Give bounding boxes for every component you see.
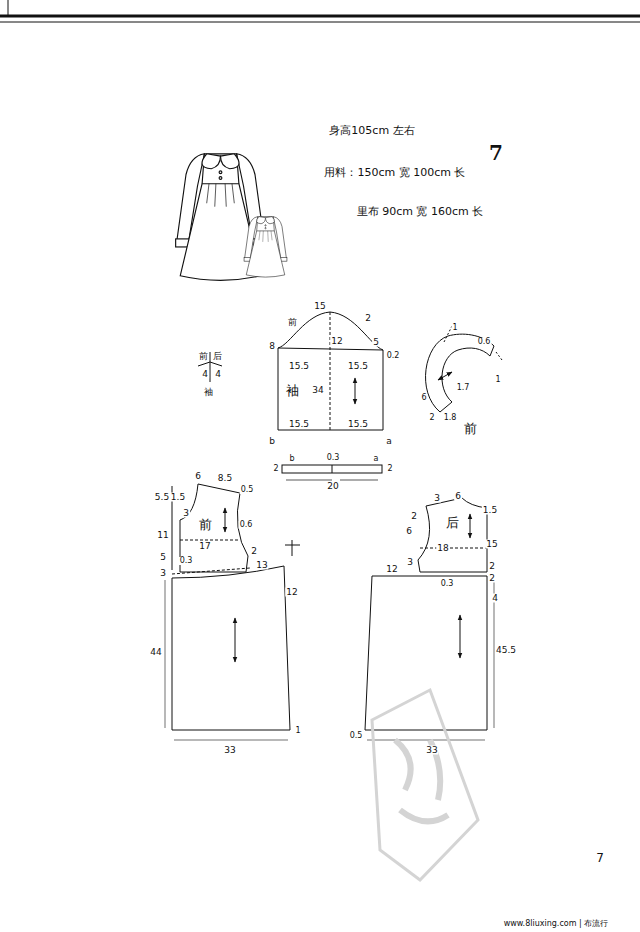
dimension-label: 0.3 <box>179 557 194 565</box>
dimension-label: 15 <box>485 540 498 549</box>
dimension-label: 44 <box>149 648 162 657</box>
dimension-label: 2 <box>428 414 435 422</box>
dimension-label: 15.5 <box>347 420 369 429</box>
dimension-label: 3 <box>182 509 190 518</box>
shoulder-mark <box>198 352 222 382</box>
dimension-label: 1.5 <box>482 506 498 515</box>
watermark-stamp <box>372 690 478 880</box>
dimension-label: 0.6 <box>239 521 254 529</box>
dimension-label: 1 <box>494 376 501 384</box>
dimension-label: 8 <box>268 342 276 351</box>
dimension-label: 11 <box>156 531 169 540</box>
dimension-label: 8.5 <box>217 474 233 483</box>
dimension-label: 6 <box>420 394 427 402</box>
dimension-label: 2 <box>364 314 372 323</box>
dimension-label: 15.5 <box>288 420 310 429</box>
dimension-label: a <box>385 437 393 446</box>
dimension-label: 17 <box>198 542 211 551</box>
dimension-label: 0.3 <box>440 580 455 588</box>
dimension-label: 0.6 <box>477 338 492 346</box>
dimension-label: a <box>373 455 380 463</box>
dimension-label: 4 <box>491 594 499 603</box>
piece-outline <box>264 300 398 446</box>
dimension-label: 0.2 <box>386 352 401 360</box>
dimension-label: b <box>268 437 276 446</box>
dimension-label: 1.8 <box>443 414 458 422</box>
header-note: 用料：150cm 宽 100cm 长 <box>323 167 466 178</box>
dimension-label: 2 <box>488 562 496 571</box>
piece-line <box>330 312 331 430</box>
header-note: 7 <box>488 143 504 163</box>
dimension-label: 12 <box>285 588 298 597</box>
dimension-label: b <box>288 455 295 463</box>
dimension-label: 1.7 <box>456 384 471 392</box>
dimension-label: 前 <box>198 352 209 361</box>
dimension-label: 2 <box>272 465 279 473</box>
dimension-label: 5 <box>372 338 380 347</box>
dress-sketch <box>244 217 287 278</box>
dimension-label: 2 <box>250 547 258 556</box>
dimension-label: 12 <box>330 337 343 346</box>
piece-name: 前 <box>198 518 213 531</box>
dimension-label: 5 <box>159 553 167 562</box>
dimension-label: 5.5 <box>154 493 170 502</box>
dimension-label: 4 <box>201 370 209 379</box>
piece-line <box>470 514 471 538</box>
piece-line <box>355 378 356 404</box>
dimension-label: 0.5 <box>240 486 255 494</box>
header-note: 里布 90cm 宽 160cm 长 <box>356 206 485 217</box>
piece-name: 后 <box>445 516 460 529</box>
piece-line <box>418 498 487 572</box>
dimension-label: 0.5 <box>349 732 364 740</box>
piece-line <box>225 508 226 532</box>
piece-line <box>438 372 452 380</box>
cuff-piece <box>282 465 382 480</box>
dimension-label: 后 <box>212 352 223 361</box>
back-skirt <box>365 576 494 740</box>
piece-name: 前 <box>463 422 478 435</box>
dimension-label: 2 <box>410 512 418 521</box>
piece-line <box>278 312 383 430</box>
dimension-label: 18 <box>436 544 449 553</box>
dimension-label: 1 <box>294 727 301 735</box>
dimension-label: 1.5 <box>170 493 186 502</box>
dimension-label: 12 <box>385 565 398 574</box>
front-skirt <box>165 540 300 740</box>
dimension-label: 13 <box>255 561 268 570</box>
dimension-label: 3 <box>406 558 414 567</box>
dimension-label: 33 <box>425 746 438 755</box>
piece-line <box>420 548 487 549</box>
dimension-label: 20 <box>326 482 339 491</box>
dimension-label: 1 <box>451 324 458 332</box>
dimension-label: 6 <box>194 472 202 481</box>
dimension-label: 4 <box>214 370 222 379</box>
piece-name: 袖 <box>285 384 300 397</box>
dimension-label: 2 <box>488 574 496 583</box>
dimension-label: 6 <box>454 492 462 501</box>
page-mark: www.8liuxing.com | 布流行 <box>503 920 610 928</box>
dimension-label: 3 <box>159 569 167 578</box>
dimension-label: 15 <box>313 302 326 311</box>
dimension-label: 6 <box>405 527 413 536</box>
dimension-label: 3 <box>433 494 441 503</box>
dimension-label: 袖 <box>203 388 214 397</box>
dimension-label: 33 <box>223 746 236 755</box>
dimension-label: 前 <box>287 318 298 327</box>
dimension-label: 0.3 <box>326 454 341 462</box>
header-note: 身高105cm 左右 <box>328 125 415 136</box>
piece-line <box>180 540 238 541</box>
page-mark: 7 <box>595 852 605 864</box>
dimension-label: 34 <box>311 386 324 395</box>
page-rule <box>0 0 640 22</box>
dimension-label: 2 <box>386 465 393 473</box>
dimension-label: 15.5 <box>288 362 310 371</box>
pattern-piece: 袖 <box>264 300 398 446</box>
dimension-label: 45.5 <box>495 646 517 655</box>
piece-line <box>426 334 494 412</box>
dimension-label: 15.5 <box>347 362 369 371</box>
